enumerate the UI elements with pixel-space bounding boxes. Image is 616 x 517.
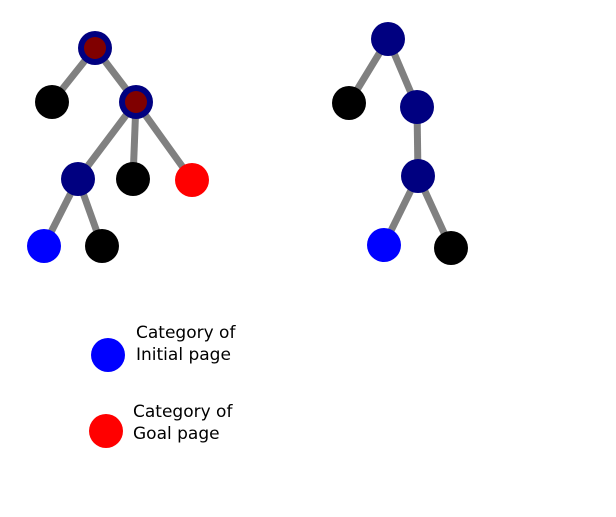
node-R-b [400,90,434,124]
node-circle [434,231,468,265]
node-L-a [35,85,69,119]
node-L-f [27,229,61,263]
node-circle [371,22,405,56]
legend-initial-label: Category of Initial page [136,323,236,365]
edges-layer [40,37,455,250]
node-circle [400,90,434,124]
node-L-d [116,162,150,196]
legend-initial-swatch [91,338,125,372]
node-L-root [78,31,112,65]
node-circle [35,85,69,119]
node-marker [84,37,106,59]
node-R-root [371,22,405,56]
node-L-c [61,162,95,196]
node-circle [401,159,435,193]
node-circle [61,162,95,196]
legend-goal-swatch [89,414,123,448]
node-circle [116,162,150,196]
node-circle [27,229,61,263]
node-marker [125,91,147,113]
node-circle [332,86,366,120]
nodes-layer [27,22,468,265]
node-R-e [434,231,468,265]
node-L-e [175,163,209,197]
legend-layer [89,338,125,448]
node-L-b [119,85,153,119]
node-circle [85,229,119,263]
node-circle [175,163,209,197]
node-R-c [401,159,435,193]
node-R-a [332,86,366,120]
node-circle [367,228,401,262]
node-R-d [367,228,401,262]
legend-goal-label: Category of Goal page [133,402,233,444]
node-L-g [85,229,119,263]
